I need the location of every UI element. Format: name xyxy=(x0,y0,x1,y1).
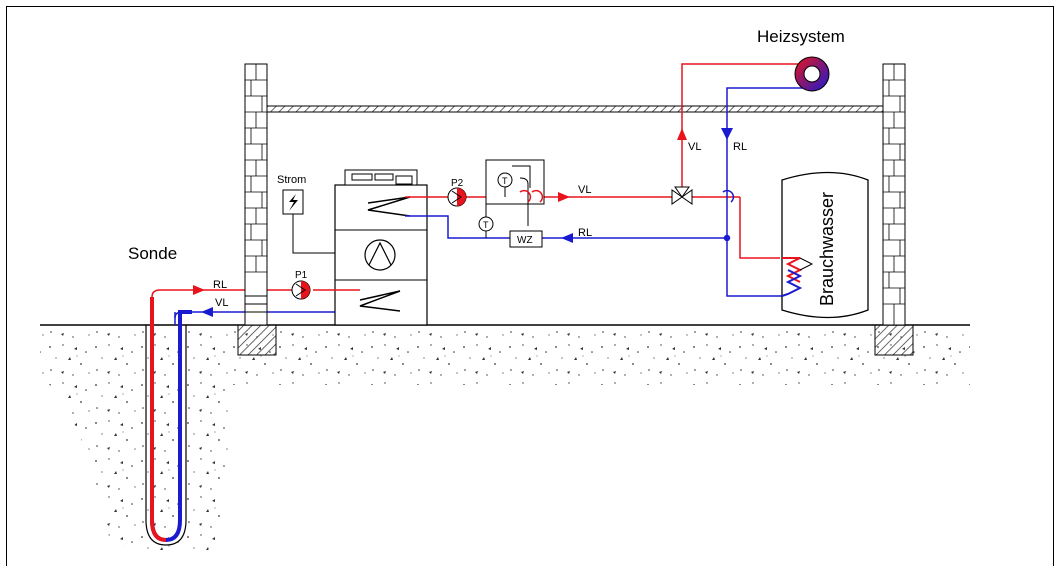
heating-system-title: Heizsystem xyxy=(757,27,845,46)
ceiling xyxy=(266,105,884,113)
ground-probe xyxy=(145,289,335,546)
pump-p1-label: P1 xyxy=(295,270,308,281)
supply-top-label: VL xyxy=(688,141,701,153)
compressor-icon xyxy=(364,239,396,271)
temp-sensor-b-label: T xyxy=(483,220,489,230)
diagram-frame xyxy=(6,6,1054,566)
heating-system-icon xyxy=(794,56,830,92)
temp-sensor-a-label: T xyxy=(502,176,508,186)
arrow-return-top xyxy=(721,128,733,140)
heat-meter-label: WZ xyxy=(517,235,533,246)
pump-p2-label: P2 xyxy=(451,178,464,189)
power-supply xyxy=(282,189,335,254)
supply-heat-label: VL xyxy=(578,184,591,196)
arrow-return-heat xyxy=(561,233,573,243)
arrow-supply-probe xyxy=(201,307,213,317)
return-heat-label: RL xyxy=(578,227,592,239)
probe-title: Sonde xyxy=(128,244,177,263)
hot-water-tank xyxy=(781,171,869,319)
sensor-box xyxy=(478,159,545,238)
arrow-return-probe xyxy=(193,285,205,295)
arrow-supply-heat xyxy=(558,192,570,202)
pump-p1-icon xyxy=(291,280,311,300)
arrow-supply-top xyxy=(677,128,687,140)
pump-p2-icon xyxy=(447,187,467,207)
heat-meter-box xyxy=(509,230,543,248)
supply-probe-label: VL xyxy=(215,297,228,309)
heat-pump-unit xyxy=(334,169,428,326)
wall-right xyxy=(874,63,914,356)
supply-line xyxy=(405,63,805,259)
wall-left xyxy=(237,63,277,356)
hot-water-label: Brauchwasser xyxy=(817,192,837,306)
power-label: Strom xyxy=(277,174,306,186)
return-top-label: RL xyxy=(733,141,747,153)
three-way-valve-icon xyxy=(671,186,693,205)
return-probe-label: RL xyxy=(213,279,227,291)
